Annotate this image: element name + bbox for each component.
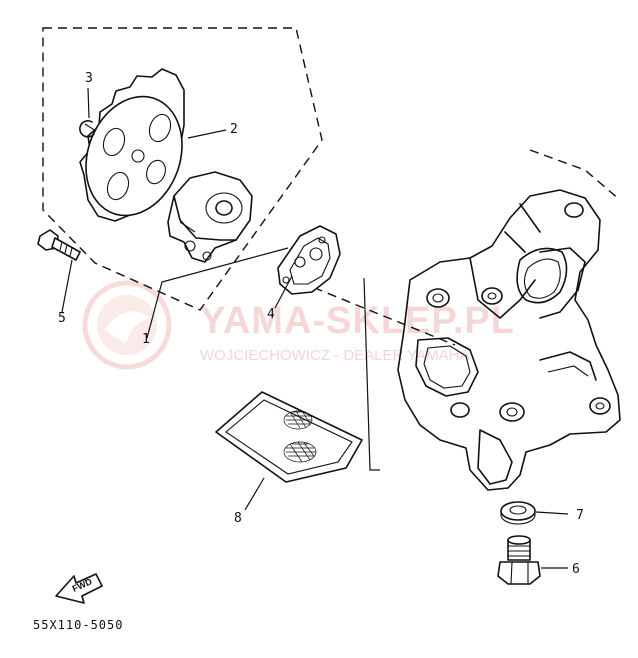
callout-2: 2 [230,122,238,137]
leader-5 [61,259,73,313]
leader-2 [187,129,227,139]
leader-8 [244,477,265,511]
oil-pump-body [167,171,253,263]
leader-4 [274,275,293,309]
oil-pump-gear [79,68,185,222]
callout-4: 4 [267,307,275,322]
leader-1 [146,247,289,339]
leader-7 [535,511,569,515]
assembly-boundary [42,27,323,311]
callout-1: 1 [142,332,150,347]
callout-7: 7 [576,508,584,523]
oil-strainer [215,391,363,483]
crankcase-hidden-edge [529,149,621,201]
circlip [79,120,97,138]
callouts: 3 2 5 1 4 8 7 6 [58,71,584,577]
assembly-axis [299,281,456,346]
strainer-bracket [363,277,380,471]
leader-3 [87,87,90,119]
drain-plug [497,535,541,585]
leader-lines [61,87,569,569]
watermark-subtitle: WOJCIECHOWICZ - DEALER YAMAHA [200,347,469,364]
forward-arrow-icon: FWD [55,573,103,604]
callout-5: 5 [58,311,66,326]
callout-6: 6 [572,562,580,577]
crankcase [397,189,621,491]
strainer-mesh [283,410,317,463]
watermark-logo [82,280,172,370]
callout-8: 8 [234,511,242,526]
washer [500,501,536,525]
callout-3: 3 [85,71,93,86]
watermark-title: YAMA-SKLEP.PL [200,300,515,342]
watermark: YAMA-SKLEP.PL WOJCIECHOWICZ - DEALER YAM… [82,280,515,370]
diagram-code: 55X110-5050 [33,618,123,632]
bolt [37,229,81,261]
gasket [277,225,341,295]
